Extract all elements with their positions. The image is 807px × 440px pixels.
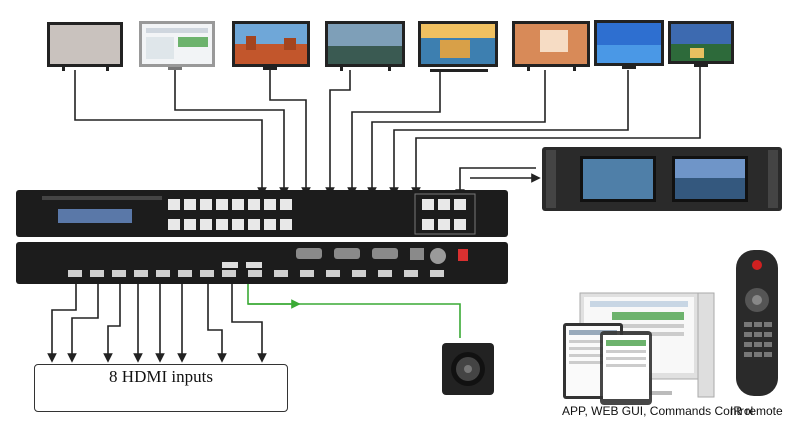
matrix-front-panel	[16, 190, 508, 237]
output-connections	[74, 66, 701, 199]
display-6	[512, 21, 590, 71]
remote-caption: IR remote	[730, 404, 783, 418]
control-caption: APP, WEB GUI, Commands Control	[562, 404, 754, 418]
remote-control-icon	[736, 250, 778, 396]
display-2	[139, 21, 215, 70]
display-4	[325, 21, 405, 71]
audio-connection	[247, 284, 461, 338]
rack-monitor	[542, 147, 782, 211]
speaker-icon	[442, 343, 494, 395]
hdmi-inputs-box: 8 HDMI inputs	[34, 364, 288, 412]
display-8	[668, 21, 734, 67]
display-7	[594, 20, 664, 69]
control-devices	[563, 292, 715, 405]
display-1	[47, 22, 123, 71]
display-3	[232, 21, 310, 70]
display-5	[418, 21, 498, 72]
input-connections	[47, 282, 267, 363]
hdmi-inputs-title: 8 HDMI inputs	[109, 367, 213, 386]
matrix-rear-panel	[16, 242, 508, 284]
